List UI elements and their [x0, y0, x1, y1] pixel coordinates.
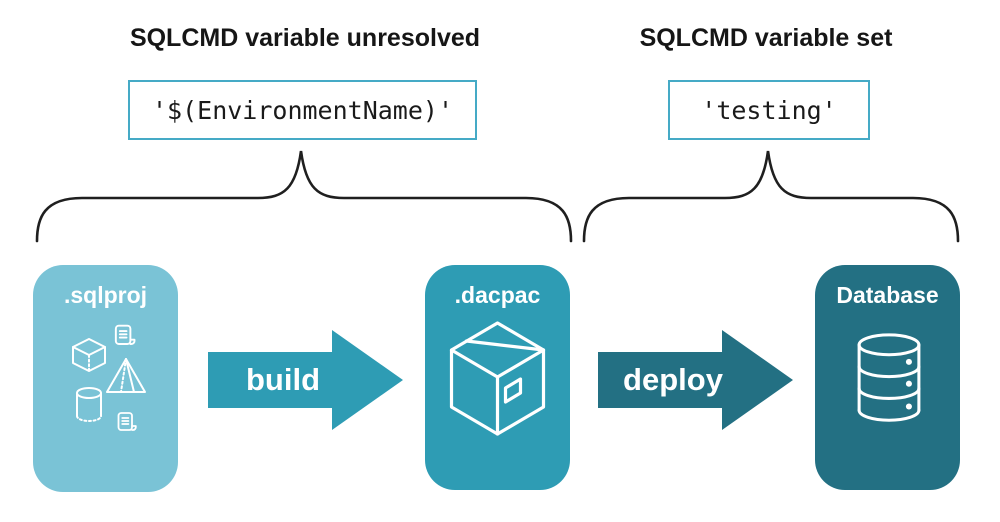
deploy-arrow: deploy [598, 330, 793, 430]
stage-sqlproj: .sqlproj [33, 265, 178, 492]
package-icon [449, 321, 546, 436]
stage-database: Database [815, 265, 960, 490]
stage-database-label: Database [836, 282, 939, 308]
left-curly-brace [35, 150, 573, 243]
script-scroll-icon [117, 412, 137, 431]
stage-dacpac: .dacpac [425, 265, 570, 490]
right-curly-brace [582, 150, 960, 243]
cube-icon [72, 338, 106, 372]
pyramid-icon [106, 358, 146, 393]
heading-sqlcmd-set: SQLCMD variable set [639, 24, 893, 52]
right-arrow-icon [598, 330, 793, 430]
build-arrow-label: build [245, 362, 321, 397]
deploy-arrow-label: deploy [623, 362, 723, 397]
heading-sqlcmd-unresolved: SQLCMD variable unresolved [129, 24, 481, 52]
stage-dacpac-label: .dacpac [454, 282, 541, 308]
script-scroll-icon [114, 324, 136, 345]
code-box-testing-value: 'testing' [668, 80, 870, 140]
database-icon [857, 333, 921, 422]
right-arrow-icon [208, 330, 403, 430]
build-arrow: build [208, 330, 403, 430]
code-box-environment-variable: '$(EnvironmentName)' [128, 80, 477, 140]
stage-sqlproj-label: .sqlproj [63, 282, 148, 308]
cylinder-icon [76, 387, 102, 422]
